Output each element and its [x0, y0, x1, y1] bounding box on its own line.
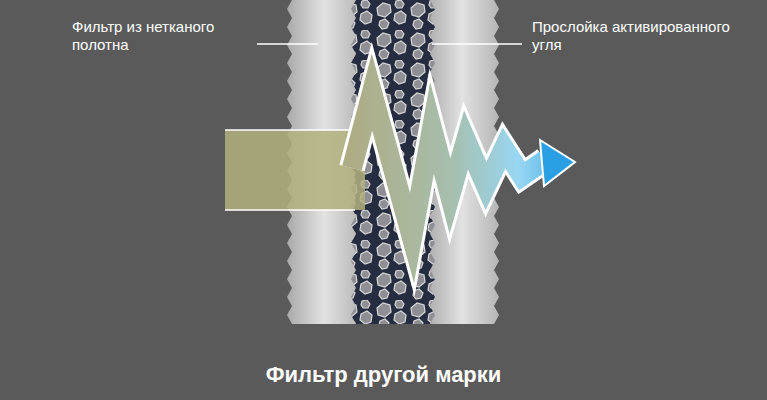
arrow-head [540, 140, 575, 186]
callout-label: Фильтр из нетканого полотна [72, 18, 247, 54]
callout-label: Прослойка активированного угля [532, 18, 732, 54]
incoming-flow [225, 130, 365, 210]
leader-line [432, 43, 522, 45]
caption: Фильтр другой марки [0, 362, 767, 388]
zigzag-flow [352, 92, 545, 238]
leader-line [257, 43, 318, 45]
flow-outline [352, 92, 545, 238]
